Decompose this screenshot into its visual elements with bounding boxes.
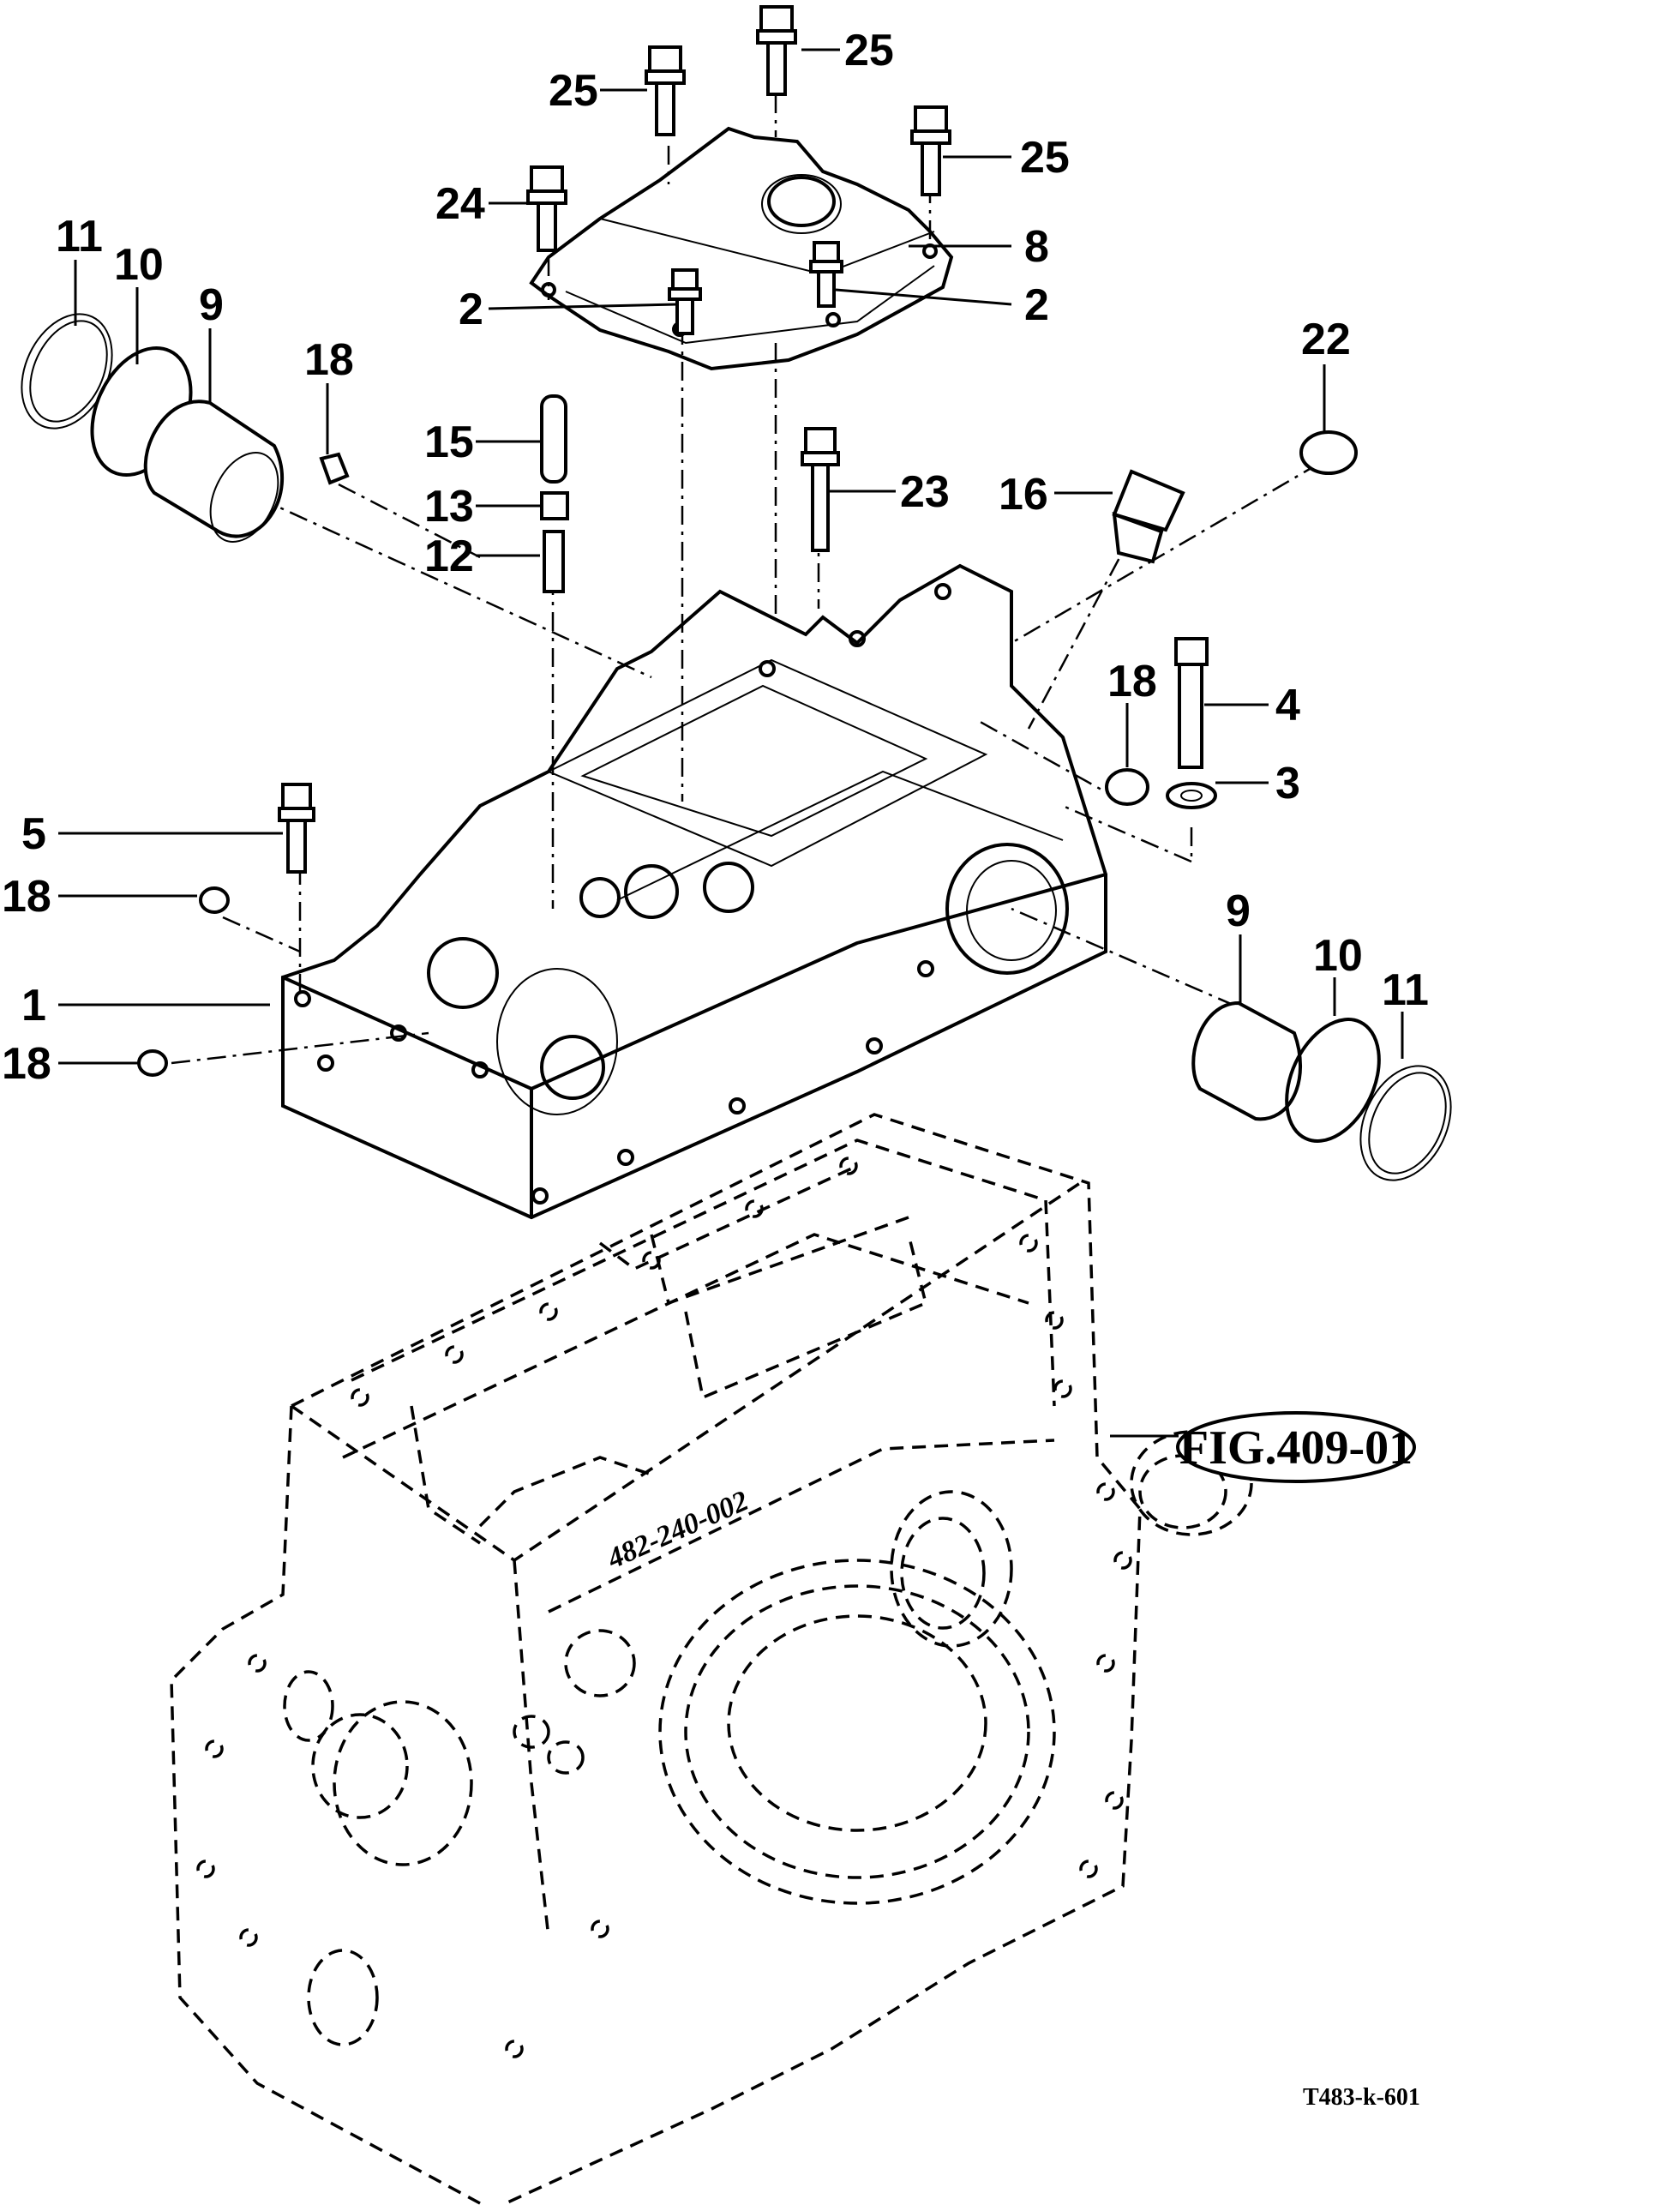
callout-9-left: 9 <box>199 280 224 330</box>
figure-reference-label[interactable]: FIG.409-01 <box>1179 1421 1413 1475</box>
callout-18-left-upper: 18 <box>2 872 51 922</box>
callout-4: 4 <box>1275 681 1300 730</box>
leader-lines <box>58 48 1404 1438</box>
callout-18-right: 18 <box>1107 657 1157 706</box>
callout-22: 22 <box>1301 315 1351 364</box>
stud-2-left <box>668 268 702 335</box>
casting-mark: 482-240-002 <box>602 1485 753 1576</box>
transmission-case-hidden <box>170 1113 1253 2205</box>
callout-10-right: 10 <box>1313 931 1363 981</box>
callout-11-left: 11 <box>56 212 103 261</box>
callout-25-right: 25 <box>1020 133 1070 183</box>
callout-5: 5 <box>21 809 46 859</box>
small-parts <box>21 5 1452 1181</box>
housing-part <box>281 563 1107 1220</box>
drawing-number: T483-k-601 <box>1303 2084 1420 2111</box>
top-cover-part <box>529 126 954 371</box>
bolt-25-right <box>910 105 951 196</box>
callout-13: 13 <box>424 482 474 532</box>
callout-25-left: 25 <box>549 66 598 116</box>
callout-3: 3 <box>1275 759 1300 808</box>
callout-15: 15 <box>424 418 474 467</box>
bolt-25-top <box>756 5 797 96</box>
callout-1: 1 <box>21 981 46 1030</box>
callout-9-right: 9 <box>1226 886 1251 936</box>
assembly-lines <box>171 94 1321 1065</box>
callout-10-left: 10 <box>114 240 164 290</box>
callouts: 25 25 25 24 8 2 2 11 10 9 18 22 15 13 12… <box>2 26 1429 1089</box>
callout-18-top: 18 <box>304 335 354 385</box>
callout-12: 12 <box>424 532 474 581</box>
callout-18-left-lower: 18 <box>2 1039 51 1089</box>
callout-8: 8 <box>1024 222 1049 272</box>
callout-24: 24 <box>435 179 485 229</box>
callout-2-right: 2 <box>1024 280 1049 330</box>
bolt-24 <box>526 165 567 252</box>
stud-2-right <box>809 241 843 308</box>
callout-23: 23 <box>900 467 950 517</box>
callout-11-right: 11 <box>1382 965 1429 1015</box>
figure-reference-oval <box>1176 1411 1416 1483</box>
callout-25-top: 25 <box>844 26 894 75</box>
callout-16: 16 <box>999 470 1048 520</box>
bolt-25-left <box>645 45 686 136</box>
callout-2-left: 2 <box>459 285 483 334</box>
figure-reference[interactable]: FIG.409-01 <box>1176 1411 1416 1483</box>
